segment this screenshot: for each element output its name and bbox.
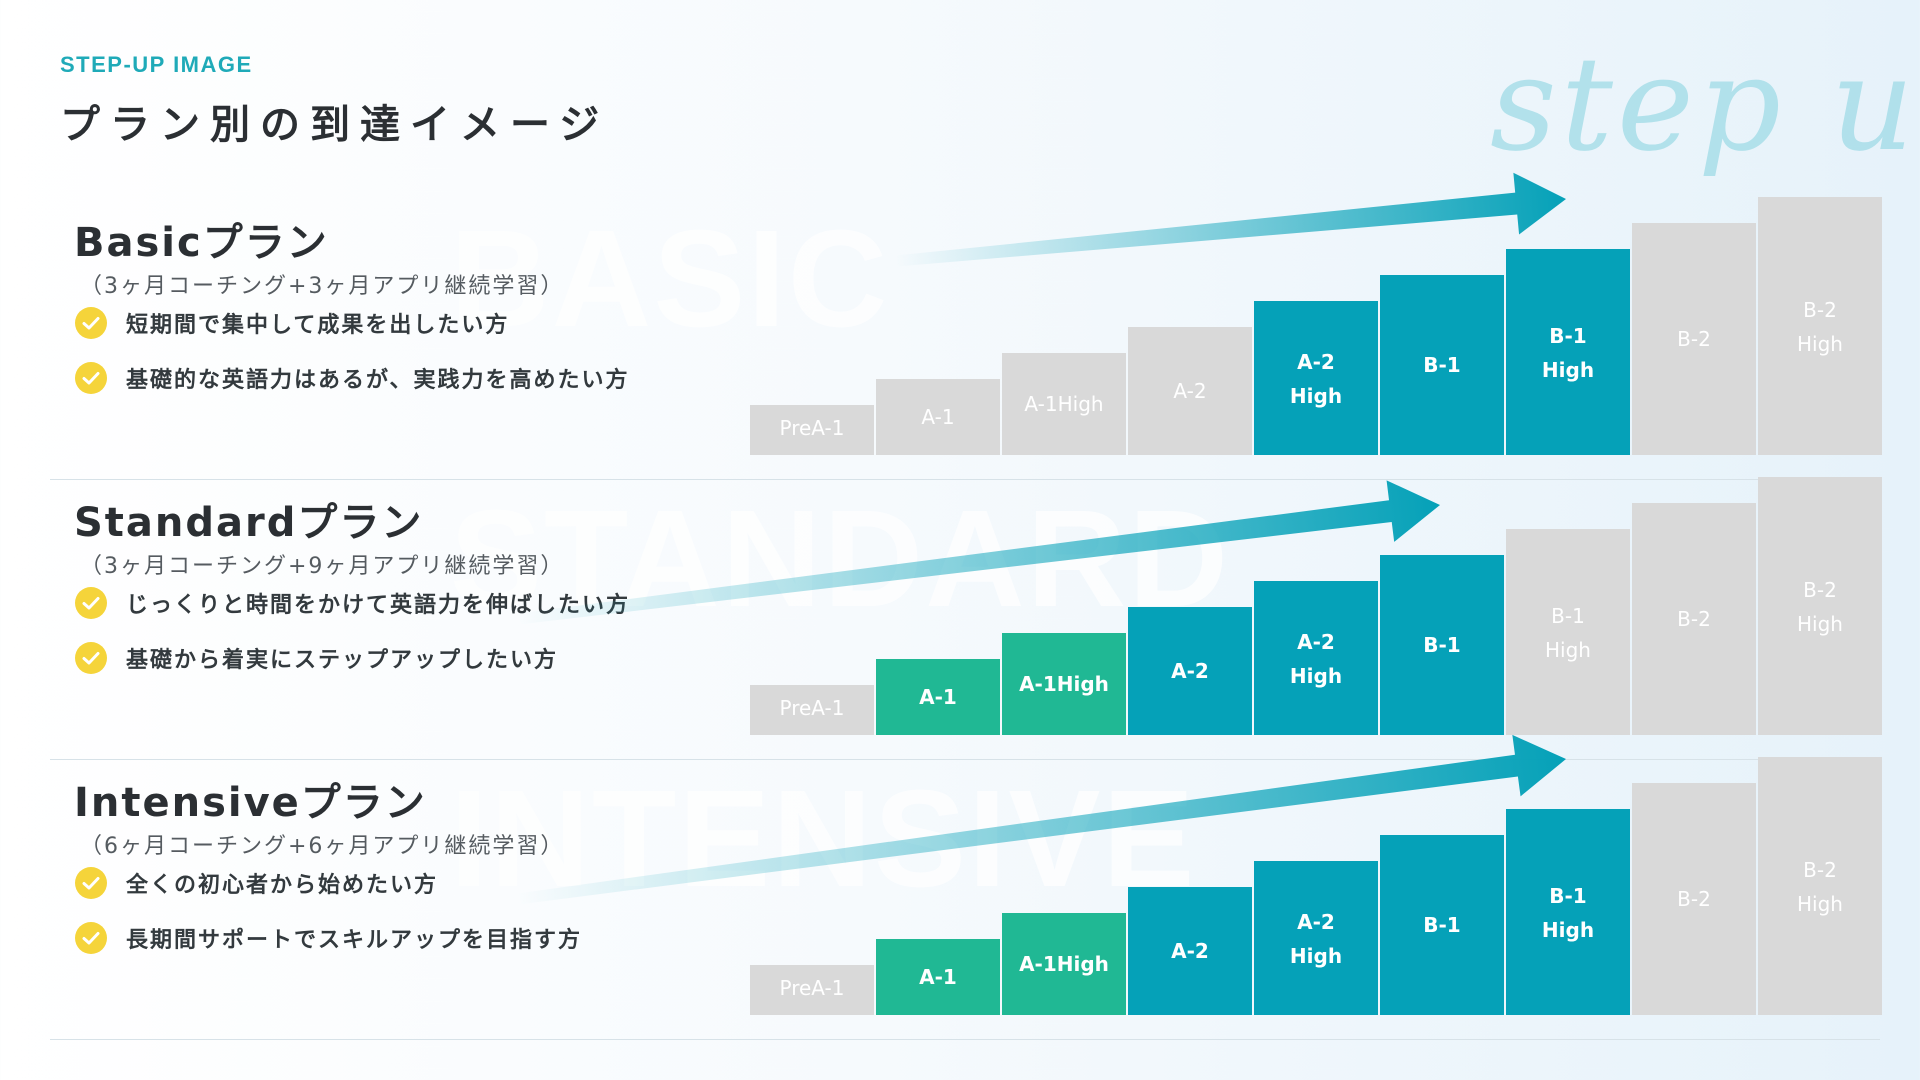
level-label: A-1High	[1019, 952, 1109, 976]
level-label: A-1	[921, 405, 954, 429]
level-label: PreA-1	[780, 696, 845, 720]
level-bar	[1128, 887, 1252, 1015]
level-bar	[1758, 197, 1882, 455]
level-bar	[1506, 249, 1630, 455]
list-item: 全くの初心者から始めたい方	[74, 867, 582, 899]
level-bar	[1254, 301, 1378, 455]
level-label: A-1High	[1019, 672, 1109, 696]
check-circle-icon	[75, 642, 107, 674]
level-label: A-2	[1171, 659, 1209, 683]
level-bar	[1380, 835, 1504, 1015]
level-bar	[1128, 327, 1252, 455]
plan-name: Basicプラン	[74, 220, 329, 266]
level-bar	[1632, 503, 1756, 735]
level-bar	[1632, 783, 1756, 1015]
plan-subtitle: （3ヶ月コーチング+9ヶ月アプリ継続学習）	[80, 554, 565, 579]
plan-subtitle: （3ヶ月コーチング+3ヶ月アプリ継続学習）	[80, 274, 565, 299]
level-bar	[750, 405, 874, 455]
level-bar	[1002, 913, 1126, 1015]
level-bar	[1632, 223, 1756, 455]
level-bar	[876, 379, 1000, 455]
level-bar	[1002, 353, 1126, 455]
level-label: B-2	[1677, 887, 1711, 911]
level-label: B-1	[1423, 913, 1460, 937]
eyebrow-label: STEP-UP IMAGE	[60, 52, 253, 77]
bullet-text: 全くの初心者から始めたい方	[126, 873, 439, 898]
level-bar	[1758, 477, 1882, 735]
plan-subtitle: （6ヶ月コーチング+6ヶ月アプリ継続学習）	[80, 834, 565, 859]
list-item: 短期間で集中して成果を出したい方	[74, 307, 630, 339]
level-bar	[1758, 757, 1882, 1015]
plan-intensive: INTENSIVE Intensiveプラン （6ヶ月コーチング+6ヶ月アプリ継…	[0, 734, 1920, 1040]
plan-standard: STANDARD Standardプラン （3ヶ月コーチング+9ヶ月アプリ継続学…	[0, 477, 1920, 760]
plan-name: Intensiveプラン	[74, 780, 427, 826]
check-circle-icon	[75, 867, 107, 899]
level-label: PreA-1	[780, 416, 845, 440]
level-bar	[876, 659, 1000, 735]
level-bar	[1380, 275, 1504, 455]
level-label: PreA-1	[780, 976, 845, 1000]
level-bar	[1002, 633, 1126, 735]
check-circle-icon	[75, 922, 107, 954]
bullet-text: 短期間で集中して成果を出したい方	[126, 313, 510, 338]
level-label: B-2	[1677, 607, 1711, 631]
bullet-text: 基礎的な英語力はあるが、実践力を高めたい方	[126, 368, 630, 393]
check-circle-icon	[75, 307, 107, 339]
section-divider	[50, 479, 1880, 480]
growth-arrow-icon	[895, 172, 1567, 267]
plan-bullets: じっくりと時間をかけて英語力を伸ばしたい方 基礎から着実にステップアップしたい方	[74, 587, 630, 698]
plan-bullets: 短期間で集中して成果を出したい方 基礎的な英語力はあるが、実践力を高めたい方	[74, 307, 630, 418]
level-bar	[1506, 809, 1630, 1015]
level-bar	[1380, 555, 1504, 735]
level-label: A-1	[919, 965, 957, 989]
plan-basic: BASIC Basicプラン （3ヶ月コーチング+3ヶ月アプリ継続学習） 短期間…	[0, 172, 1920, 480]
level-bar	[750, 965, 874, 1015]
step-up-decoration: step up	[1490, 28, 1920, 180]
list-item: 長期間サポートでスキルアップを目指す方	[74, 922, 583, 954]
level-label: B-1	[1423, 353, 1460, 377]
check-circle-icon	[75, 362, 107, 394]
section-divider	[50, 1039, 1880, 1040]
level-label: A-1	[919, 685, 957, 709]
level-label: B-1	[1423, 633, 1460, 657]
growth-arrow-icon	[517, 480, 1441, 625]
level-bar	[1506, 529, 1630, 735]
bullet-text: 基礎から着実にステップアップしたい方	[126, 648, 559, 673]
level-label: A-2	[1173, 379, 1206, 403]
level-bar	[1254, 581, 1378, 735]
level-label: A-1High	[1024, 392, 1103, 416]
page-title: プラン別の到達イメージ	[60, 102, 610, 148]
level-bar	[750, 685, 874, 735]
plan-bullets: 全くの初心者から始めたい方 長期間サポートでスキルアップを目指す方	[74, 867, 583, 978]
list-item: 基礎から着実にステップアップしたい方	[74, 642, 630, 674]
section-divider	[50, 759, 1880, 760]
level-label: B-2	[1677, 327, 1711, 351]
check-circle-icon	[75, 587, 107, 619]
plan-watermark: BASIC	[450, 202, 890, 356]
level-label: A-2	[1171, 939, 1209, 963]
level-bar	[1254, 861, 1378, 1015]
level-bar	[1128, 607, 1252, 735]
bullet-text: 長期間サポートでスキルアップを目指す方	[126, 928, 583, 953]
growth-arrow-icon	[517, 734, 1567, 905]
plan-name: Standardプラン	[74, 500, 424, 546]
list-item: 基礎的な英語力はあるが、実践力を高めたい方	[74, 362, 630, 394]
level-bar	[876, 939, 1000, 1015]
